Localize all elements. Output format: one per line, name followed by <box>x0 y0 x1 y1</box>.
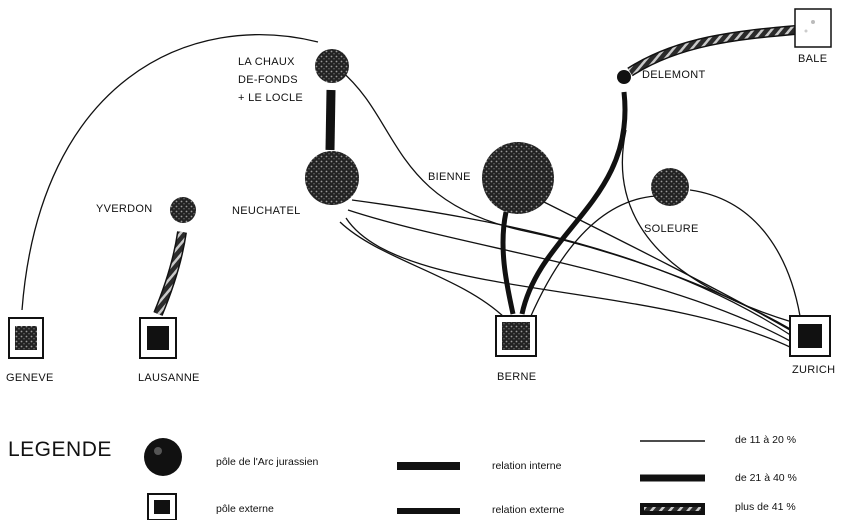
relation-delemont-bale <box>627 25 796 77</box>
pole-la-chaux-de-fonds <box>315 49 349 83</box>
relation-lachaux-neuchatel <box>325 89 336 151</box>
legend-range-3-label: plus de 41 % <box>735 501 796 513</box>
relation-neuchatel-zurich-1 <box>351 199 793 337</box>
label-neuchatel: NEUCHATEL <box>232 205 301 217</box>
legend-relation-interne-label: relation interne <box>492 460 562 472</box>
relation-neuchatel-zurich-2 <box>347 209 793 343</box>
pole-neuchatel <box>305 151 359 205</box>
label-berne: BERNE <box>497 371 537 383</box>
label-la-chaux-de-fonds: LA CHAUX DE-FONDS + LE LOCLE <box>238 56 304 104</box>
relation-soleure-zurich <box>689 189 801 317</box>
relation-delemont-berne <box>519 91 628 315</box>
legend-pole-arc-symbol <box>144 438 182 476</box>
pole-bale <box>794 8 832 48</box>
pole-berne <box>495 315 537 357</box>
label-geneve: GENEVE <box>6 372 54 384</box>
pole-soleure <box>651 168 689 206</box>
legend-range-1-label: de 11 à 20 % <box>735 434 797 446</box>
pole-delemont <box>617 70 631 84</box>
relation-bienne-zurich <box>539 199 791 331</box>
pole-geneve <box>8 317 44 359</box>
pole-zurich <box>789 315 831 357</box>
relation-soleure-berne <box>529 195 657 319</box>
relation-delemont-zurich <box>621 129 793 323</box>
relation-bienne-berne <box>500 211 516 315</box>
relation-lachaux-geneve <box>21 34 319 311</box>
label-yverdon: YVERDON <box>96 203 153 215</box>
pole-bienne <box>482 142 554 214</box>
relation-neuchatel-berne <box>339 221 506 319</box>
pole-yverdon <box>170 197 196 223</box>
label-delemont: DELEMONT <box>642 69 706 81</box>
legend-title: LEGENDE <box>8 438 112 461</box>
legend-range-2-label: de 21 à 40 % <box>735 472 797 484</box>
label-zurich: ZURICH <box>792 364 836 376</box>
label-soleure: SOLEURE <box>644 223 699 235</box>
legend-pole-externe-label: pôle externe <box>216 503 274 515</box>
label-bale: BALE <box>798 53 828 65</box>
legend-relation-externe-label: relation externe <box>492 504 565 516</box>
legend-pole-arc-label: pôle de l'Arc jurassien <box>216 456 319 468</box>
label-lausanne: LAUSANNE <box>138 372 200 384</box>
label-bienne: BIENNE <box>428 171 471 183</box>
legend-pole-externe-symbol <box>147 493 177 520</box>
relation-neuchatel-zurich-3 <box>345 217 793 349</box>
pole-lausanne <box>139 317 177 359</box>
